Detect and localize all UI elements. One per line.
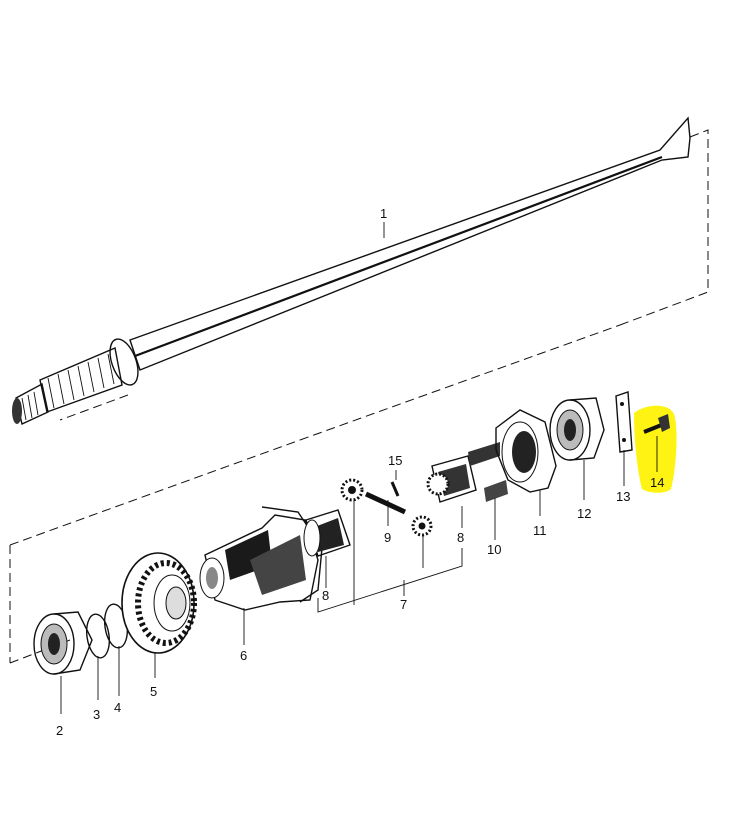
label-part-2: 2	[56, 723, 63, 738]
label-part-9: 9	[384, 530, 391, 545]
label-part-8a: 8	[322, 588, 329, 603]
label-part-13: 13	[616, 489, 630, 504]
label-part-14[interactable]: 14	[650, 475, 664, 490]
part-15-lock-pin	[390, 481, 400, 497]
part-3-ring	[85, 613, 111, 659]
part-labels: 1 2 3 4 5 6 7 8 8 9 10 11 12 13 14 15	[56, 206, 664, 738]
part-2-roller-bearing	[33, 611, 93, 675]
part-12-roller-bearing	[549, 397, 605, 461]
label-part-5: 5	[150, 684, 157, 699]
leader-lines	[60, 222, 658, 714]
part-10-spacer	[468, 442, 508, 502]
part-8a-side-gear	[303, 509, 351, 557]
part-1-axle-shaft	[12, 116, 691, 425]
part-6-differential-carrier	[199, 506, 323, 611]
label-part-11: 11	[533, 523, 547, 538]
part-5-ring-gear	[121, 552, 197, 654]
part-13-gasket	[615, 391, 633, 453]
spline-hatching	[47, 353, 115, 409]
part-14-bolt[interactable]	[643, 414, 670, 434]
assembly-outline	[9, 129, 709, 664]
label-part-4: 4	[114, 700, 121, 715]
part-9-pin	[364, 491, 407, 515]
part-11-bearing-flange	[495, 409, 557, 493]
label-part-7: 7	[400, 597, 407, 612]
label-part-12: 12	[577, 506, 591, 521]
part-8b-side-gear	[426, 455, 477, 503]
label-part-6: 6	[240, 648, 247, 663]
label-part-3: 3	[93, 707, 100, 722]
label-part-15: 15	[388, 453, 402, 468]
label-part-1: 1	[380, 206, 387, 221]
label-part-8b: 8	[457, 530, 464, 545]
label-part-10: 10	[487, 542, 501, 557]
pinion-gear-upper	[340, 478, 364, 502]
pinion-gear-lower	[411, 515, 433, 537]
